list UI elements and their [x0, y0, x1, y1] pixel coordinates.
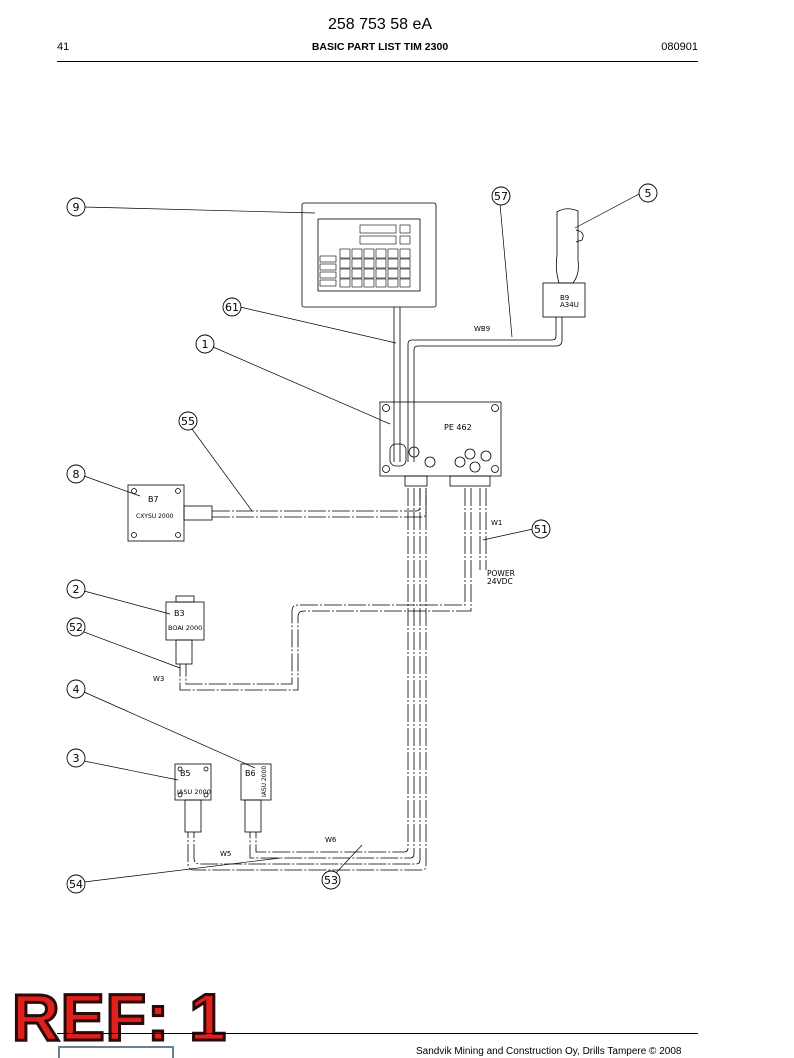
callout-bubble — [321, 870, 341, 890]
wire-label-wb9: WB9 — [474, 325, 490, 333]
callout-number: 52 — [69, 621, 83, 634]
b3-code: B3 — [174, 609, 185, 618]
callout-number: 2 — [73, 583, 80, 596]
callout-number: 9 — [73, 201, 80, 214]
company-logo — [58, 1046, 174, 1058]
document-title: BASIC PART LIST TIM 2300 — [311, 41, 449, 53]
b6-name: IASU 2000 — [261, 766, 268, 797]
callout-number: 8 — [73, 468, 80, 481]
footer-rule — [57, 1033, 698, 1034]
callout-number: 4 — [73, 683, 80, 696]
callout-bubble — [491, 186, 511, 206]
callout-bubble — [66, 579, 86, 599]
footer-copyright: Sandvik Mining and Construction Oy, Dril… — [416, 1046, 682, 1057]
display-unit — [301, 202, 437, 308]
header-rule — [57, 61, 698, 62]
voltage-label: 24VDC — [487, 577, 513, 586]
callout-number: 3 — [73, 752, 80, 765]
sensor-b7 — [127, 484, 213, 542]
callout-bubble — [531, 519, 551, 539]
callout-bubble — [66, 464, 86, 484]
callout-bubble — [66, 874, 86, 894]
sensor-b5 — [174, 763, 212, 833]
wire-label-w1: W1 — [491, 519, 502, 527]
document-number: 258 753 58 eA — [327, 16, 433, 33]
callout-bubble — [66, 617, 86, 637]
callout-bubble — [66, 197, 86, 217]
b3-name: BOAI 2000 — [168, 624, 202, 632]
b7-code: B7 — [148, 495, 159, 504]
joystick — [542, 208, 586, 318]
controller-name: PE 462 — [444, 423, 472, 432]
callout-number: 51 — [534, 523, 548, 536]
wire-label-w5: W5 — [220, 850, 231, 858]
callout-bubble — [178, 411, 198, 431]
b7-name: CXYSU 2000 — [136, 513, 174, 520]
b5-code: B5 — [180, 769, 191, 778]
callout-number: 61 — [225, 301, 239, 314]
b5-name: IASU 2000 — [177, 788, 211, 796]
callout-number: 53 — [324, 874, 338, 887]
b6-code: B6 — [245, 769, 256, 778]
power-label: POWER — [487, 569, 515, 578]
callout-bubble — [195, 334, 215, 354]
joystick-name: A34U — [560, 301, 579, 309]
callout-number: 55 — [181, 415, 195, 428]
document-date: 080901 — [661, 41, 698, 53]
sensor-b3 — [165, 595, 205, 665]
callout-number: 1 — [202, 338, 209, 351]
callout-number: 57 — [494, 190, 508, 203]
wire-label-w6: W6 — [325, 836, 337, 844]
joystick-code: B9 — [560, 294, 569, 302]
callout-number: 54 — [69, 878, 83, 891]
callout-bubble — [66, 679, 86, 699]
ref-stamp: REF: 1 — [10, 980, 228, 1054]
callout-bubble — [638, 183, 658, 203]
page-number: 41 — [57, 41, 70, 53]
callout-bubble — [66, 748, 86, 768]
callout-bubble — [222, 297, 242, 317]
wire-label-w3: W3 — [153, 675, 164, 683]
controller-box — [379, 401, 502, 487]
callout-number: 5 — [645, 187, 652, 200]
sensor-b6 — [240, 763, 272, 833]
